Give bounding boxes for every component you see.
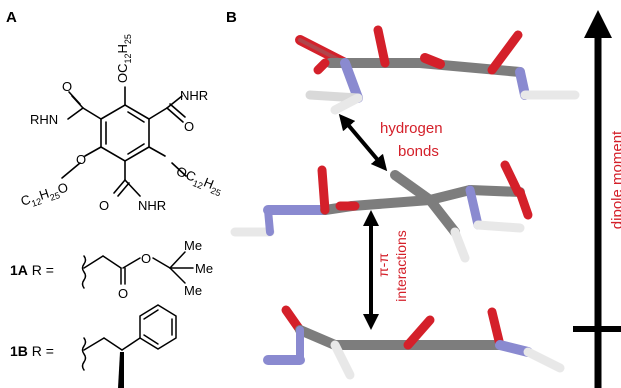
lower-right-chain: OC12H25 (173, 163, 225, 198)
molecule-layer-middle (230, 160, 533, 263)
compound-1a-label: 1A R = (10, 262, 54, 278)
compound-1a-carbonyl-o: O (118, 286, 128, 301)
panel-b-label: B (226, 9, 237, 26)
dipole-moment-label: dipole moment (609, 130, 621, 229)
oxygen-lower-left: O (76, 152, 86, 167)
methyl-1: Me (184, 238, 202, 253)
hydrogen-bonds-label-line2: bonds (398, 143, 439, 160)
hydrogen-bond-arrow (338, 113, 388, 172)
pi-pi-label: interactions (393, 230, 409, 302)
compound-1a-structure (81, 251, 194, 289)
pi-pi-symbol: π-π (375, 253, 391, 277)
molecule-layer-top (295, 25, 580, 115)
nhr-bottom: NHR (138, 198, 166, 213)
carbonyl-o-bottom: O (99, 198, 109, 213)
wedge-bond (118, 352, 124, 388)
panel-a-label: A (6, 9, 17, 26)
hydrogen-bonds-label-line1: hydrogen (380, 120, 443, 137)
compound-1a-ester-o: O (141, 251, 151, 266)
methyl-2: Me (195, 261, 213, 276)
carbonyl-o-upper-right: O (184, 119, 194, 134)
compound-1b-structure (81, 304, 177, 371)
top-oxygen-chain: OC12H25 (115, 34, 133, 83)
methyl-3: Me (184, 283, 202, 298)
nhr-upper-right: NHR (180, 88, 208, 103)
molecule-layer-bottom (263, 305, 565, 380)
rhn-left: RHN (30, 112, 58, 127)
benzene-tricarboxamide-structure (61, 86, 187, 197)
compound-1b-label: 1B R = (10, 343, 54, 359)
lower-left-chain: C12H25O (19, 179, 71, 211)
carbonyl-o-left: O (62, 79, 72, 94)
dipole-arrow-head (584, 10, 612, 38)
